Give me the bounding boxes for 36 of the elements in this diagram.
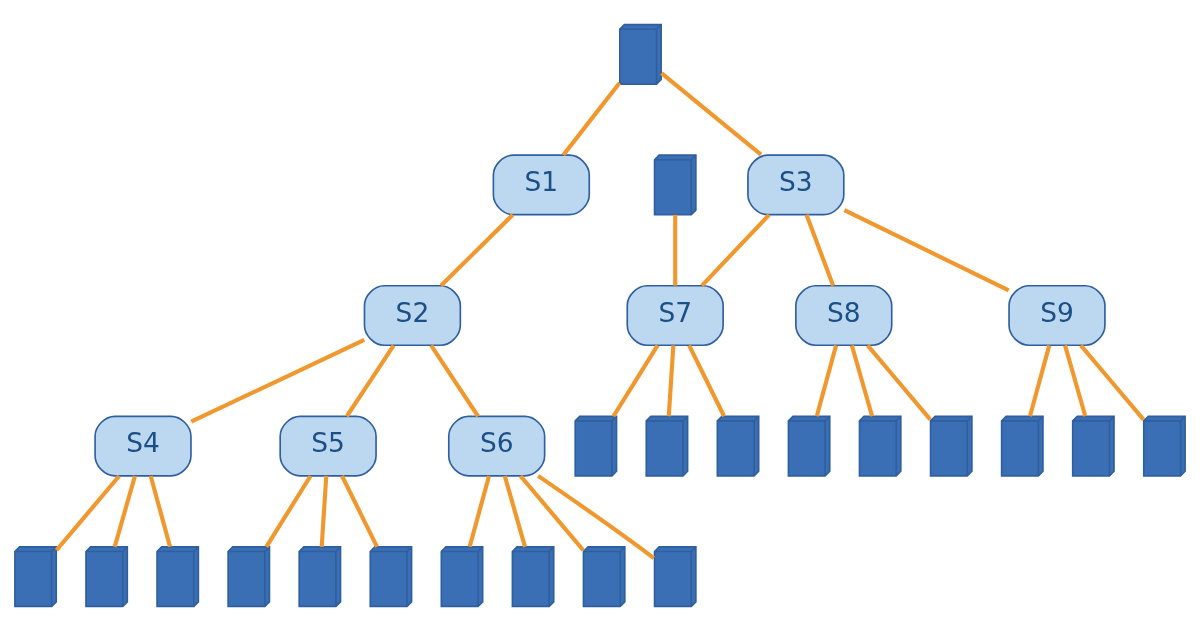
connector: [1027, 344, 1052, 417]
connector: [687, 344, 726, 417]
connector: [54, 474, 121, 552]
connector: [319, 475, 329, 547]
node-box: S6: [447, 415, 546, 477]
connector: [264, 474, 313, 548]
connector: [429, 343, 480, 417]
connector: [700, 212, 771, 287]
connector: [467, 474, 491, 547]
connector: [666, 344, 676, 416]
connector: [804, 213, 836, 286]
connector: [502, 474, 527, 547]
connector: [673, 214, 678, 286]
connector: [345, 343, 396, 417]
connector: [112, 474, 137, 547]
connector: [660, 71, 763, 156]
connector: [561, 81, 622, 156]
node-box: S9: [1008, 284, 1106, 346]
node-box: S7: [626, 284, 724, 346]
connector: [611, 343, 660, 417]
node-box: S8: [795, 284, 893, 346]
connector: [340, 474, 379, 548]
connector: [148, 474, 173, 547]
connector: [1063, 344, 1088, 417]
node-box: S3: [747, 153, 845, 215]
node-box: S5: [279, 415, 377, 477]
connector: [866, 343, 932, 421]
connector: [814, 344, 839, 417]
connector: [439, 212, 515, 287]
connector: [849, 344, 875, 417]
node-box: S1: [492, 153, 591, 215]
connector: [190, 337, 366, 423]
node-box: S2: [363, 284, 462, 346]
connector: [843, 207, 1010, 292]
connector: [536, 473, 656, 560]
node-box: S4: [94, 415, 192, 477]
